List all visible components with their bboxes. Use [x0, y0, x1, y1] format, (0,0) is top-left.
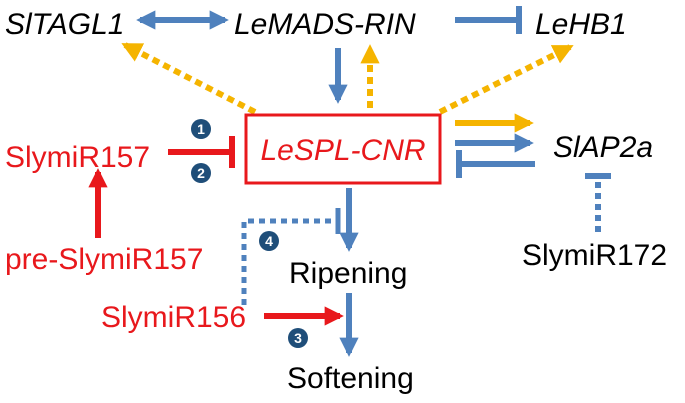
node-softening: Softening [287, 362, 414, 395]
node-slymir172: SlymiR172 [522, 239, 667, 272]
svg-text:3: 3 [294, 330, 302, 346]
svg-text:1: 1 [197, 121, 205, 137]
badge-4: 4 [259, 231, 279, 251]
dotted-arrow-lespl-to-sltagl1 [121, 42, 257, 115]
node-lehb1: LeHB1 [535, 8, 627, 41]
node-slymir156: SlymiR156 [101, 301, 246, 334]
badge-2: 2 [191, 163, 211, 183]
node-lespl-cnr: LeSPL-CNR [260, 134, 425, 167]
node-lemads-rin: LeMADS-RIN [234, 8, 416, 41]
svg-text:4: 4 [265, 233, 273, 249]
node-ripening: Ripening [289, 257, 407, 290]
dotted-arrow-lespl-to-lehb1 [438, 44, 574, 115]
node-sltagl1: SlTAGL1 [5, 8, 125, 41]
node-slymir157: SlymiR157 [5, 141, 150, 174]
dotted-inhibit-path-slymir156 [241, 218, 334, 305]
node-pre-slymir157: pre-SlymiR157 [5, 243, 203, 276]
svg-text:2: 2 [197, 165, 205, 181]
badge-3: 3 [288, 328, 308, 348]
lespl-cnr-box [244, 113, 442, 185]
badge-1: 1 [191, 119, 211, 139]
node-slap2a: SlAP2a [553, 131, 653, 164]
